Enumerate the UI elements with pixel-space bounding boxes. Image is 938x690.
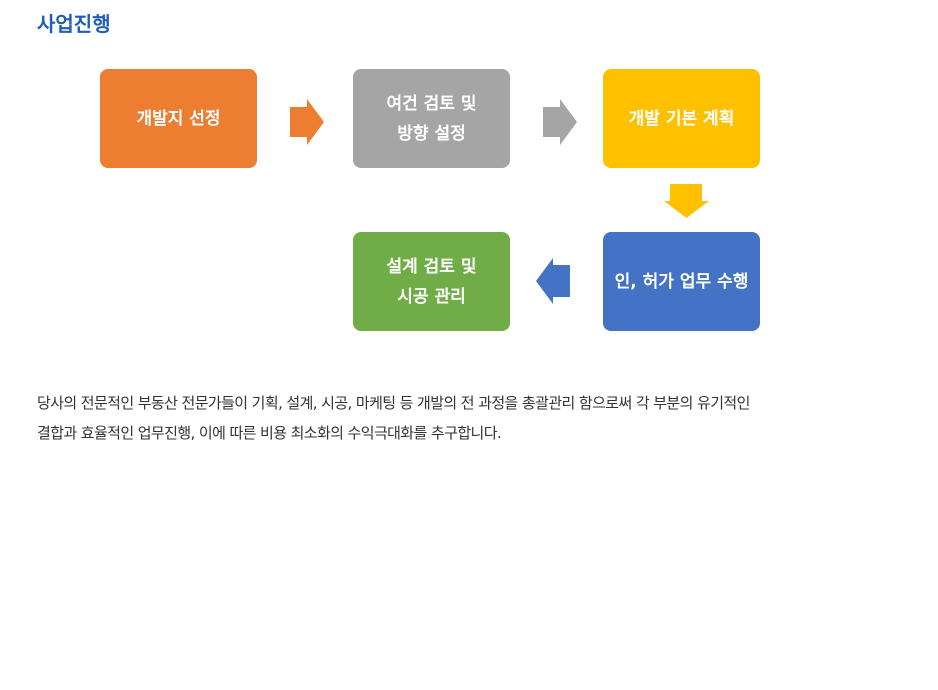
step-label: 설계 검토 및	[386, 256, 477, 277]
arrow-down-icon	[664, 184, 709, 218]
step-label: 인, 허가 업무 수행	[614, 271, 749, 292]
step-label: 여건 검토 및	[386, 93, 477, 114]
description: 당사의 전문적인 부동산 전문가들이 기획, 설계, 시공, 마케팅 등 개발의…	[37, 388, 750, 448]
step-label: 개발 기본 계획	[628, 108, 735, 129]
step-label: 방향 설정	[397, 123, 466, 144]
step-design-construction: 설계 검토 및 시공 관리	[353, 232, 510, 331]
arrow-right-icon	[290, 99, 324, 145]
step-condition-review: 여건 검토 및 방향 설정	[353, 69, 510, 168]
section-title: 사업진행	[37, 12, 111, 36]
step-permits: 인, 허가 업무 수행	[603, 232, 760, 331]
description-line: 결합과 효율적인 업무진행, 이에 따른 비용 최소화의 수익극대화를 추구합니…	[37, 424, 502, 442]
step-basic-plan: 개발 기본 계획	[603, 69, 760, 168]
arrow-right-icon	[543, 99, 577, 145]
description-line: 당사의 전문적인 부동산 전문가들이 기획, 설계, 시공, 마케팅 등 개발의…	[37, 394, 750, 412]
step-label: 개발지 선정	[136, 108, 221, 129]
step-label: 시공 관리	[397, 286, 466, 307]
step-site-selection: 개발지 선정	[100, 69, 257, 168]
arrow-left-icon	[536, 258, 570, 304]
